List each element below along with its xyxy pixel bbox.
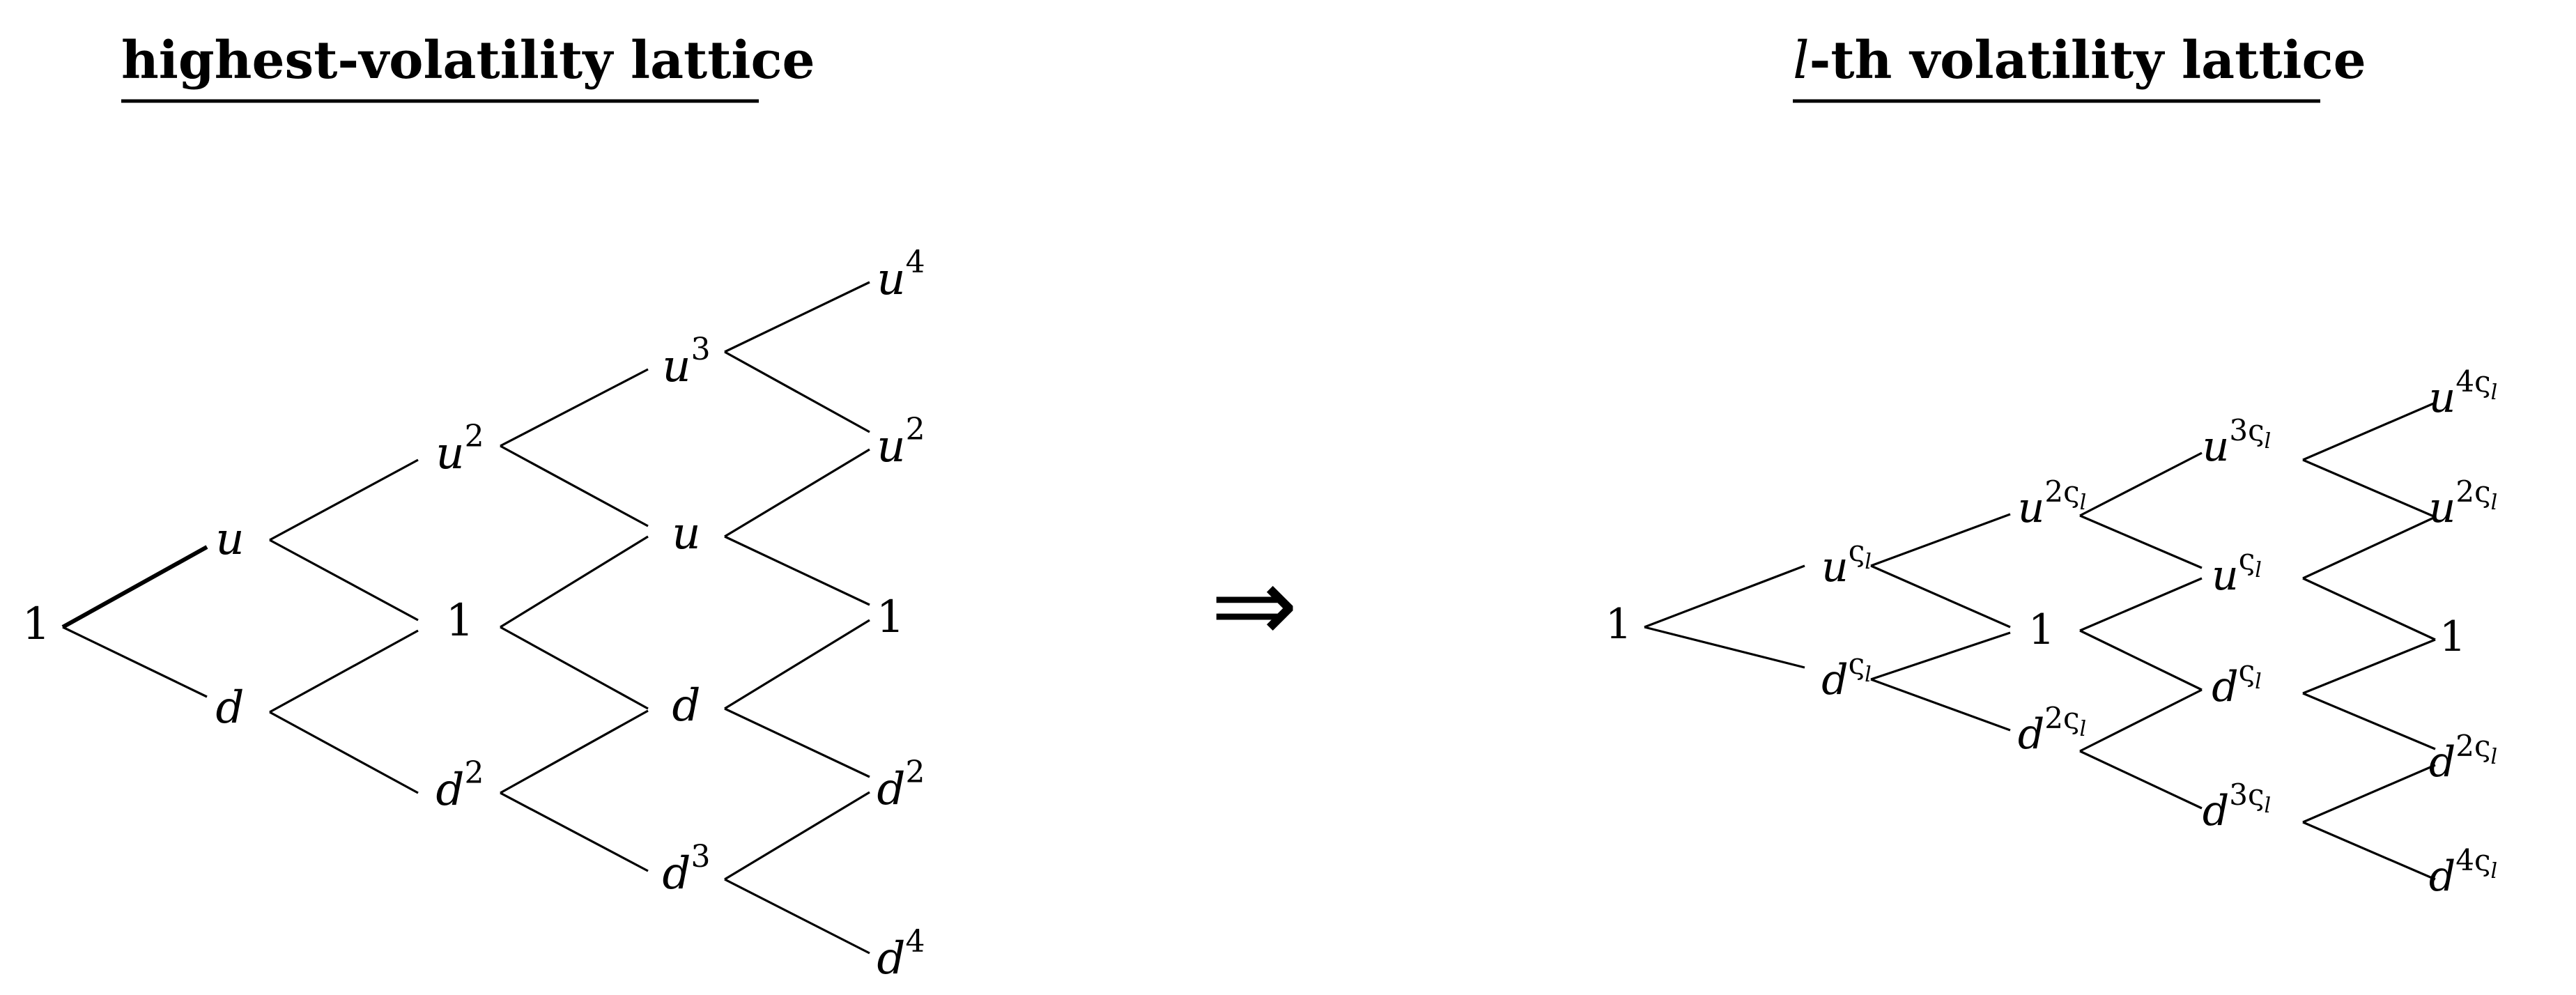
- right-node-R2d2: d2ςl: [2018, 701, 2086, 759]
- left-node-L4u2: u2: [877, 412, 925, 472]
- right-node-R3u3: u3ςl: [2203, 413, 2272, 471]
- right-edge-5: [1870, 678, 2011, 732]
- left-node-L2one: 1: [446, 595, 475, 647]
- right-node-R2u2: u2ςl: [2018, 475, 2087, 532]
- left-node-L3d3: d3: [663, 839, 711, 900]
- left-edge-7: [500, 445, 649, 527]
- implies-arrow: ⇒: [1210, 545, 1298, 666]
- left-edge-1: [62, 626, 208, 698]
- right-edge-4: [1870, 631, 2011, 681]
- right-edge-1: [1644, 626, 1805, 669]
- right-edge-17: [2302, 692, 2436, 750]
- right-node-R1u: uςl: [1821, 534, 1872, 592]
- right-node-R4one: 1: [2439, 612, 2466, 661]
- right-edge-3: [1870, 564, 2011, 628]
- left-edge-13: [724, 350, 870, 433]
- left-node-L0: 1: [22, 599, 51, 650]
- left-edge-18: [724, 791, 870, 881]
- right-node-R4d4: d4ςl: [2429, 843, 2497, 901]
- right-node-R3d3: d3ςl: [2203, 778, 2271, 835]
- left-edge-9: [500, 626, 649, 710]
- right-edge-15: [2302, 577, 2436, 641]
- left-node-L4d2: d2: [877, 755, 925, 815]
- left-node-L2d2: d2: [436, 755, 484, 816]
- left-node-L1u: u: [215, 514, 244, 565]
- left-panel-title: highest-volatility lattice: [121, 31, 815, 91]
- right-node-R4d2: d2ςl: [2429, 729, 2497, 787]
- right-edge-2: [1870, 513, 2011, 567]
- right-node-R3d: dςl: [2212, 654, 2262, 711]
- left-edge-17: [724, 707, 870, 778]
- right-node-R3u: uςl: [2212, 542, 2262, 600]
- right-title-text: -th volatility lattice: [1810, 31, 2366, 91]
- right-edge-6: [2079, 452, 2203, 517]
- right-edge-13: [2302, 458, 2436, 518]
- right-edge-8: [2079, 577, 2203, 632]
- left-edge-15: [724, 535, 870, 606]
- right-edge-14: [2302, 516, 2436, 580]
- left-edge-8: [500, 535, 649, 628]
- left-edge-19: [724, 878, 870, 955]
- lattice-labels: 1 u d u2 1 d2 u3 u d d3 u4 u2 1 d2 d4 1 uςl dςl u2ςl 1 d2ςl u…: [22, 245, 2498, 985]
- right-edge-19: [2302, 821, 2436, 881]
- right-title-variable: l: [1793, 31, 1810, 91]
- left-edge-12: [724, 281, 870, 353]
- right-panel-title: l-th volatility lattice: [1793, 31, 2366, 91]
- right-edge-7: [2079, 514, 2203, 569]
- left-edge-3: [269, 629, 419, 714]
- lattice-edges: [61, 281, 2436, 955]
- left-edge-10: [500, 709, 649, 794]
- right-edge-12: [2302, 401, 2436, 461]
- left-edge-5: [269, 711, 419, 794]
- left-node-L3u3: u3: [662, 332, 710, 392]
- left-edge-0: [61, 545, 208, 629]
- left-edge-11: [500, 792, 649, 872]
- left-edge-14: [724, 448, 870, 538]
- right-edge-11: [2079, 750, 2203, 810]
- left-node-L4d4: d4: [877, 924, 925, 985]
- right-edge-9: [2079, 629, 2203, 691]
- left-edge-2: [269, 458, 419, 541]
- left-edge-6: [500, 368, 649, 447]
- left-edge-4: [269, 539, 419, 622]
- right-node-R2one: 1: [2028, 606, 2055, 654]
- right-edge-18: [2302, 764, 2436, 824]
- left-node-L3d: d: [672, 680, 701, 732]
- right-node-R4u4: u4ςl: [2429, 364, 2498, 422]
- right-edge-10: [2079, 688, 2203, 753]
- right-node-R4u2: u2ςl: [2429, 475, 2498, 532]
- right-node-R1d: dςl: [1821, 647, 1872, 704]
- right-edge-0: [1644, 564, 1805, 628]
- left-node-L1d: d: [216, 682, 245, 734]
- right-node-R0: 1: [1605, 600, 1632, 649]
- left-node-L4u4: u4: [877, 245, 925, 305]
- left-node-L2u2: u2: [435, 419, 484, 479]
- left-node-L3u: u: [672, 508, 700, 560]
- left-edge-16: [724, 619, 870, 710]
- right-edge-16: [2302, 638, 2436, 695]
- left-node-L4one: 1: [877, 592, 905, 643]
